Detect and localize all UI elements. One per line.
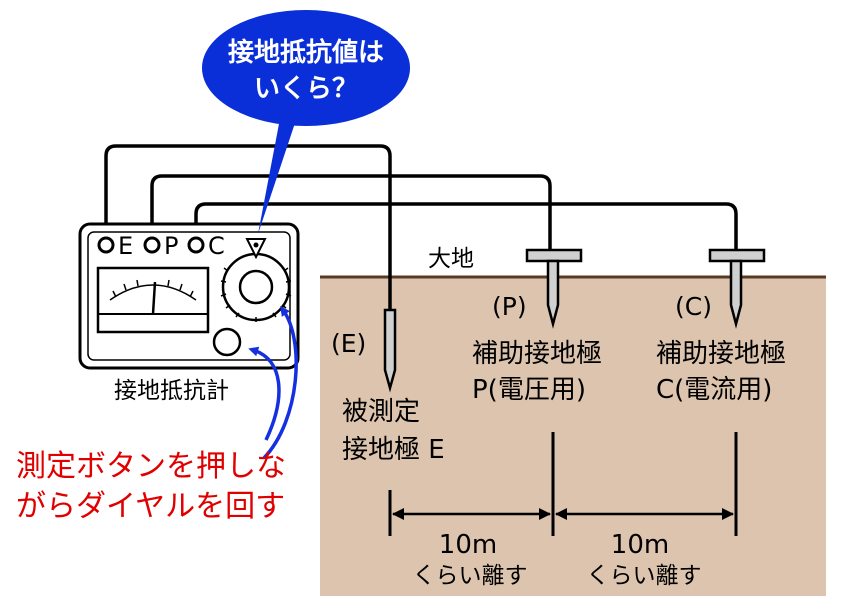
arrow-to-button-icon — [248, 346, 281, 441]
terminal-p-label: P — [164, 232, 178, 260]
terminal-c-label: C — [208, 232, 225, 260]
electrode-c-line2: C(電流用) — [656, 375, 772, 405]
meter-caption: 接地抵抗計 — [114, 378, 229, 404]
ground-label: 大地 — [428, 246, 474, 272]
electrode-p-line2: P(電圧用) — [472, 375, 586, 405]
electrode-p-line1: 補助接地極 — [472, 339, 602, 369]
electrode-c-icon — [708, 248, 766, 329]
arrow-to-dial-icon — [262, 305, 298, 460]
wire-e — [104, 144, 392, 310]
electrode-p-tag: (P) — [492, 292, 527, 321]
spacing-pc-distance: 10m — [611, 530, 669, 560]
callout-line2: いくら？ — [254, 74, 358, 104]
electrode-e-line2: 接地極 E — [342, 435, 445, 465]
measure-button[interactable] — [212, 327, 242, 357]
instruction-line1: 測定ボタンを押しな — [16, 449, 286, 484]
terminal-e-icon — [97, 236, 115, 254]
callout-line1: 接地抵抗値は — [228, 37, 384, 68]
callout-bubble — [202, 10, 410, 234]
wire-c — [194, 202, 738, 250]
electrode-e-tag: (E) — [331, 329, 366, 358]
terminal-e-label: E — [118, 232, 133, 260]
spacing-ep-note: くらい離す — [413, 563, 528, 589]
instruction-line2: がらダイヤルを回す — [16, 489, 285, 524]
electrode-c-line1: 補助接地極 — [656, 339, 786, 369]
terminal-p-icon — [143, 236, 161, 254]
electrode-c-tag: (C) — [675, 292, 712, 321]
terminal-c-icon — [187, 236, 205, 254]
dial-pointer-icon — [245, 238, 267, 260]
electrode-e-icon — [383, 308, 397, 393]
electrode-e-line1: 被測定 — [342, 397, 420, 427]
spacing-pc-note: くらい離す — [587, 563, 702, 589]
ground-area — [320, 276, 826, 596]
electrode-p-icon — [525, 248, 583, 329]
spacing-ep-distance: 10m — [439, 530, 497, 560]
measurement-dial[interactable] — [220, 238, 292, 322]
analog-gauge-icon — [96, 266, 210, 334]
wire-p — [150, 174, 552, 250]
